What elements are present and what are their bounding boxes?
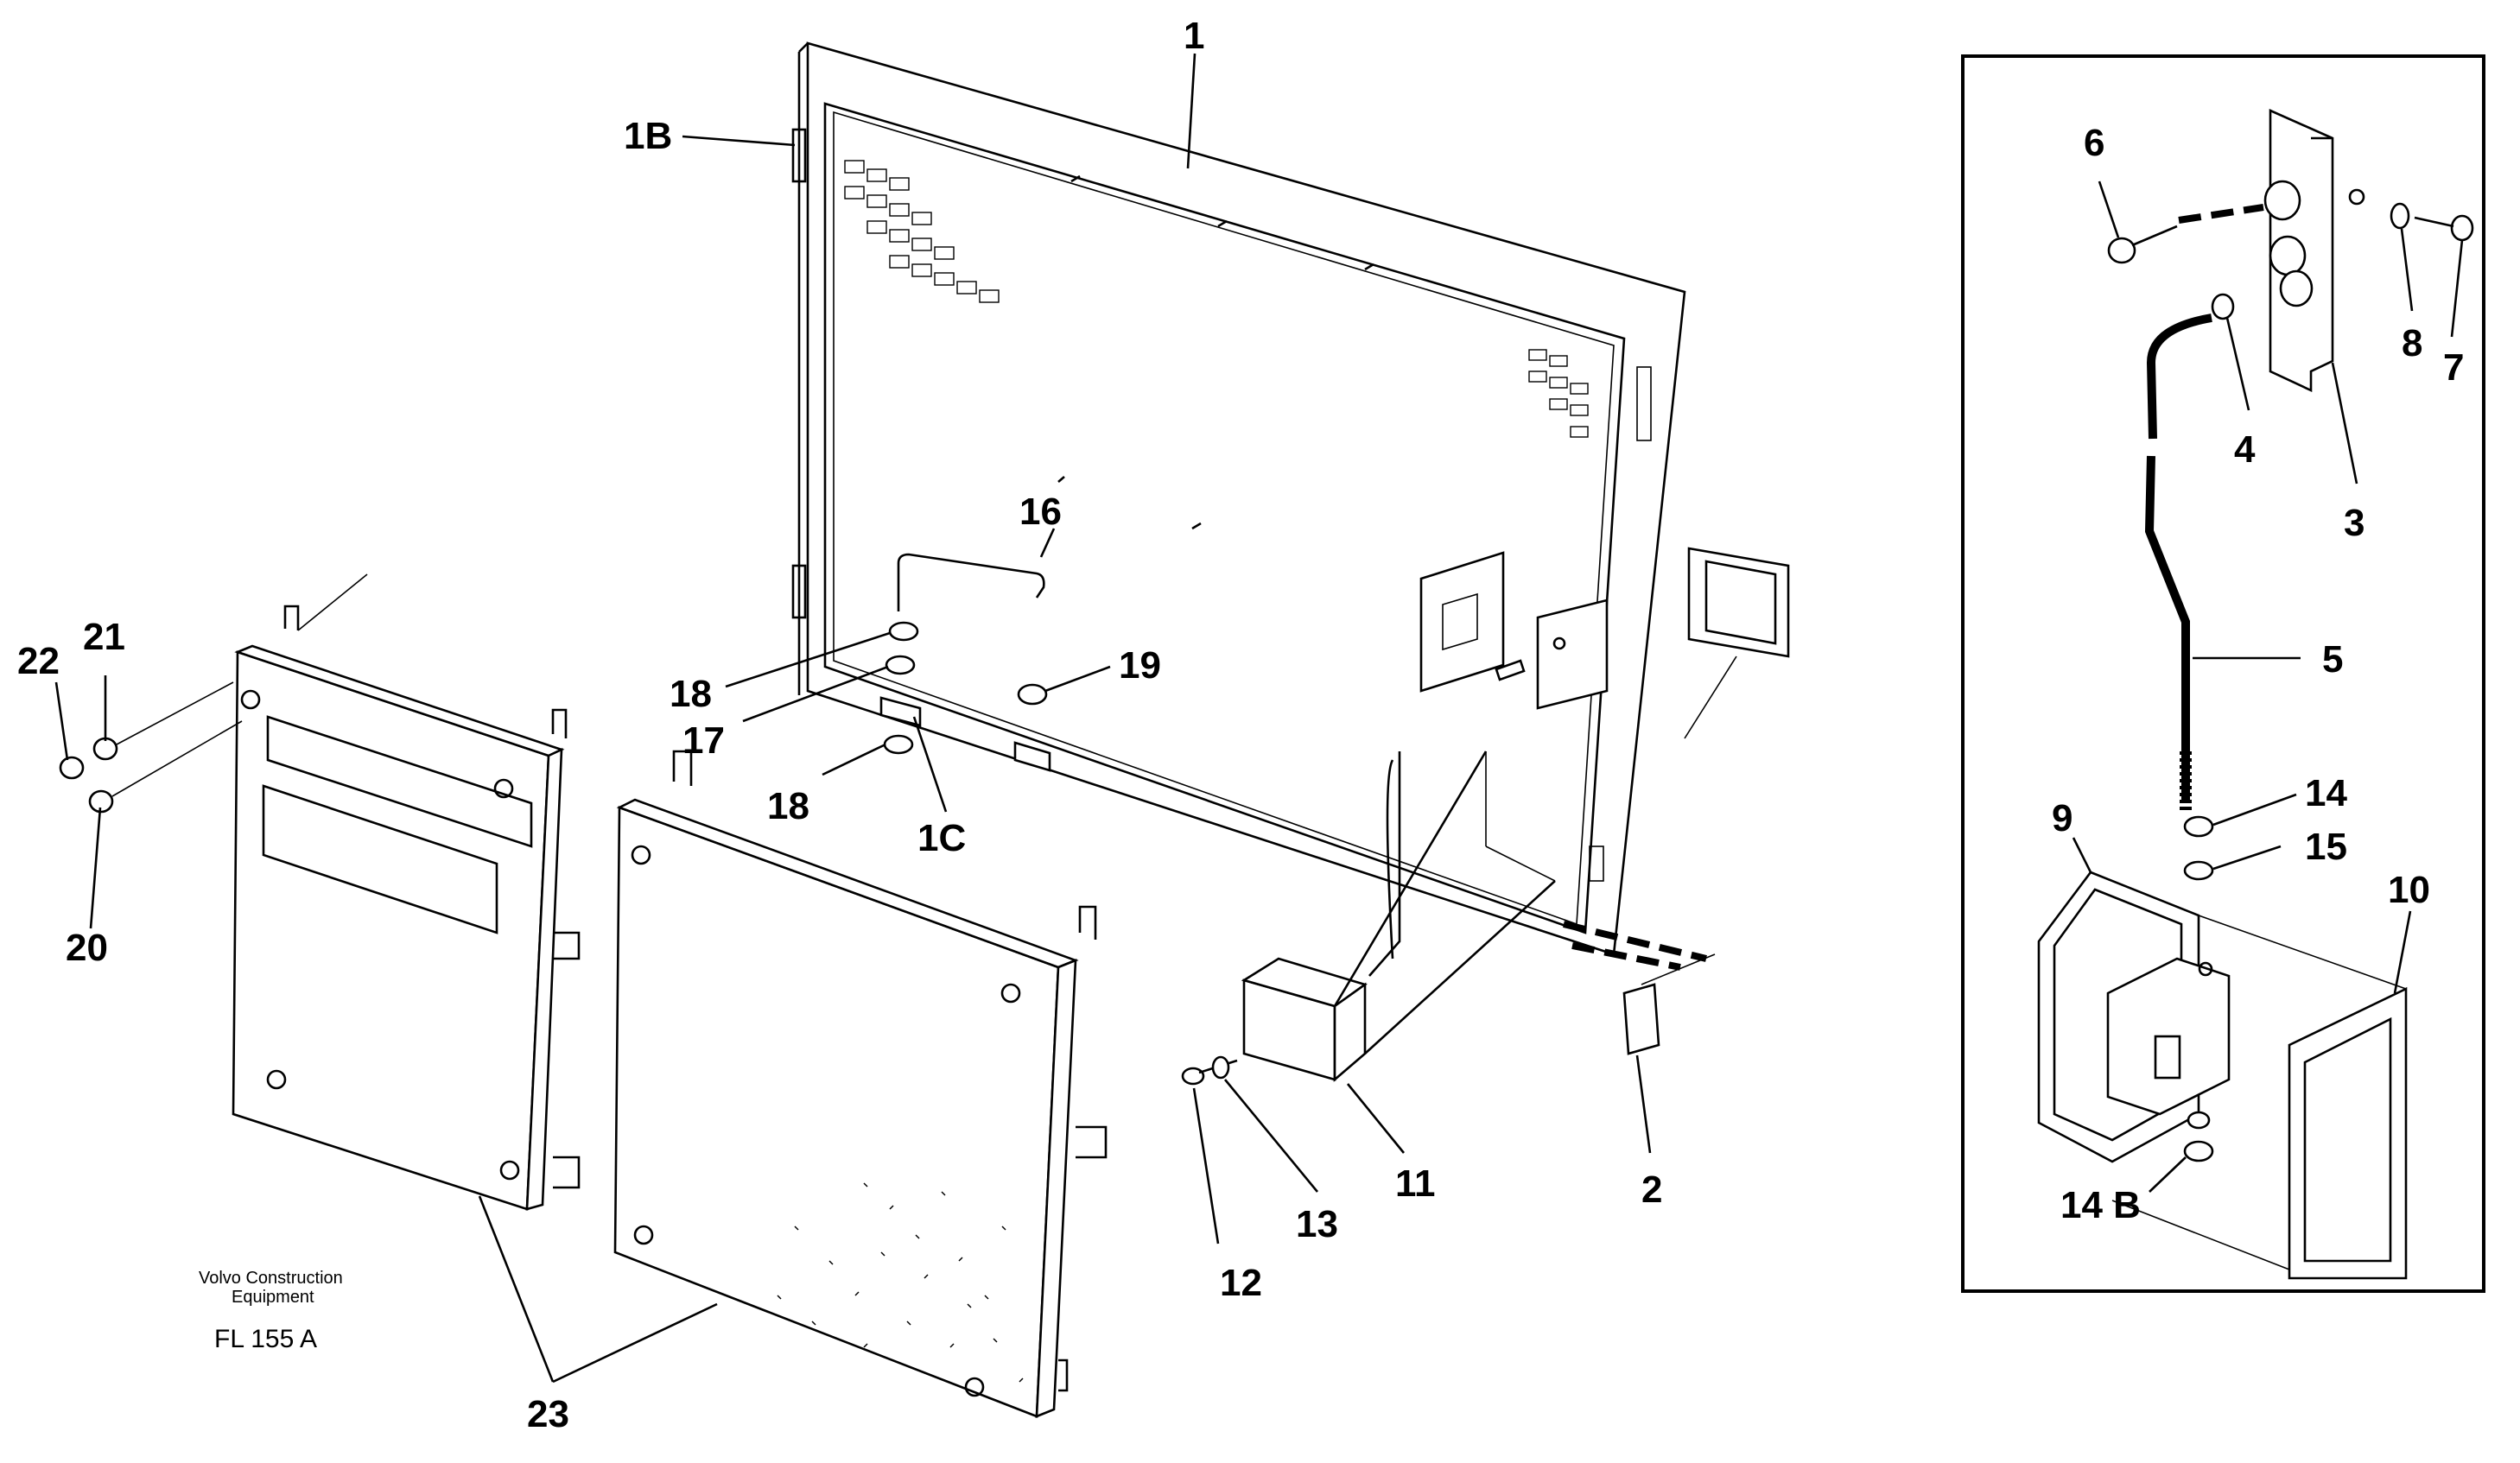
pad-2 [1563, 921, 1716, 1055]
label-9: 9 [2052, 797, 2072, 839]
label-13: 13 [1296, 1203, 1338, 1245]
label-16: 16 [1019, 491, 1062, 533]
label-20: 20 [66, 927, 108, 969]
nuts-20-21-22 [59, 681, 243, 814]
label-19: 19 [1119, 644, 1161, 687]
label-11: 11 [1395, 1162, 1436, 1205]
label-8: 8 [2402, 322, 2422, 364]
seal-block [1684, 547, 1790, 739]
bolt-12 [1181, 1055, 1238, 1086]
label-7: 7 [2443, 346, 2464, 389]
caption-company-line1: Volvo Construction [199, 1269, 343, 1288]
label-22: 22 [17, 640, 60, 682]
cover-23-right [613, 750, 1108, 1418]
label-15: 15 [2305, 826, 2347, 868]
label-17: 17 [682, 719, 725, 762]
label-10: 10 [2388, 869, 2430, 911]
label-18-lower: 18 [767, 785, 809, 827]
vent-grid-right [1528, 349, 1589, 438]
detail-inset [1961, 54, 2485, 1293]
label-5: 5 [2322, 638, 2343, 681]
label-1: 1 [1184, 15, 1204, 57]
label-2: 2 [1641, 1168, 1662, 1211]
label-3: 3 [2344, 502, 2364, 544]
nut-19 [1017, 683, 1048, 706]
cover-23-left [232, 573, 581, 1211]
label-6: 6 [2084, 122, 2104, 164]
label-1C: 1C [917, 817, 966, 859]
washers-17-18 [883, 621, 919, 755]
leader-lines [54, 53, 2464, 1384]
clip-1C [879, 696, 922, 727]
label-23: 23 [527, 1393, 569, 1435]
label-1B: 1B [624, 115, 672, 157]
label-18-upper: 18 [670, 673, 712, 715]
label-14: 14 [2305, 772, 2347, 814]
latch-box-11 [1241, 750, 1556, 1082]
caption-company-line2: Equipment [232, 1288, 314, 1307]
figure-code: FL 155 A [214, 1325, 317, 1353]
label-12: 12 [1220, 1262, 1262, 1304]
rod-16 [897, 553, 1045, 611]
label-4: 4 [2234, 428, 2256, 471]
label-14B: 14 B [2060, 1184, 2141, 1226]
surface-texture [777, 1182, 1024, 1383]
label-21: 21 [83, 616, 125, 658]
vent-grid-left [844, 160, 1000, 303]
